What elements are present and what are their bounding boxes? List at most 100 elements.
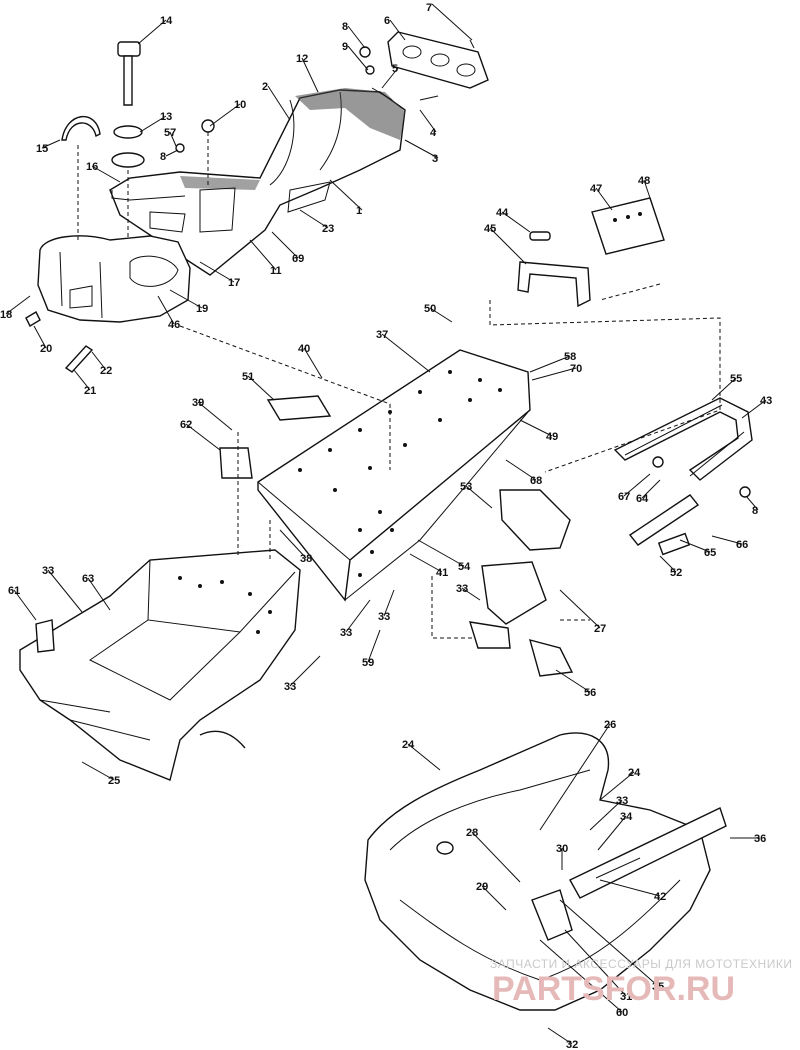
callout-c63: 63 (82, 573, 94, 585)
leader-line-c54 (417, 539, 465, 567)
fuel-cap-assembly (61, 41, 145, 168)
skid-plates (469, 489, 574, 677)
callout-c27: 27 (594, 623, 606, 635)
callout-c12: 12 (296, 53, 308, 65)
leader-line-c69 (271, 231, 299, 259)
callout-c24a: 24 (402, 739, 415, 751)
callout-c48: 48 (638, 175, 650, 187)
leader-line-c38 (279, 529, 307, 559)
leader-line-c24b (599, 771, 635, 801)
callout-c10: 10 (234, 99, 246, 111)
callout-c14: 14 (160, 15, 173, 27)
leader-line-c43 (741, 399, 767, 419)
leader-line-c53 (465, 485, 493, 509)
callout-c20: 20 (40, 343, 52, 355)
callout-c54: 54 (458, 561, 471, 573)
callout-c8b: 8 (160, 151, 166, 163)
callout-c55: 55 (730, 373, 742, 385)
leader-line-c27 (559, 589, 601, 629)
callout-c17: 17 (228, 277, 240, 289)
leader-line-c2 (267, 85, 291, 121)
callout-c64: 64 (636, 493, 649, 505)
leader-line-c5 (381, 67, 399, 89)
callout-c38: 38 (300, 553, 312, 565)
leader-line-c56 (555, 669, 591, 693)
leader-line-c25 (81, 761, 115, 781)
leader-line-c46 (157, 295, 175, 325)
callout-c33d: 33 (456, 583, 468, 595)
callout-c35: 35 (652, 981, 664, 993)
callout-c31: 31 (620, 991, 632, 1003)
leader-line-c26 (539, 723, 611, 831)
callout-c3: 3 (432, 153, 438, 165)
callout-c19: 19 (196, 303, 208, 315)
callout-c30: 30 (556, 843, 568, 855)
leader-line-c51 (247, 375, 275, 401)
leader-line-c28 (471, 831, 521, 883)
leader-line-c61 (13, 589, 37, 621)
callout-c47: 47 (590, 183, 602, 195)
leader-line-c42 (599, 879, 661, 897)
callout-c61: 61 (8, 585, 20, 597)
leader-line-c44 (501, 211, 531, 233)
leader-line-c33b (345, 599, 371, 633)
callout-c39: 39 (192, 397, 204, 409)
callout-c1: 1 (356, 205, 362, 217)
leader-line-c11 (249, 239, 277, 271)
callout-c36: 36 (754, 833, 766, 845)
leader-line-c17 (199, 261, 235, 283)
leader-line-c47 (595, 187, 613, 211)
leader-line-c14 (137, 19, 167, 45)
leader-line-c31 (564, 929, 627, 997)
callout-c23: 23 (322, 223, 334, 235)
callout-c67: 67 (618, 491, 630, 503)
belly-pan (364, 732, 727, 1011)
leader-line-c23 (299, 209, 329, 229)
leader-line-c21 (73, 369, 91, 391)
brackets-51-62 (219, 395, 332, 479)
top-hardware (175, 39, 475, 153)
callout-c8c: 8 (752, 505, 758, 517)
callout-c33b: 33 (340, 627, 352, 639)
leader-line-c3 (404, 139, 439, 159)
leader-line-c24a (407, 743, 441, 771)
callout-c51: 51 (242, 371, 254, 383)
callout-c21: 21 (84, 385, 96, 397)
leader-line-c16 (91, 165, 121, 183)
callout-c2: 2 (262, 81, 268, 93)
leader-line-c9 (347, 45, 369, 71)
callout-c4: 4 (430, 127, 437, 139)
callout-c33e: 33 (284, 681, 296, 693)
leader-line-c12 (301, 57, 319, 93)
leader-line-c15 (41, 139, 61, 149)
leader-line-c8a (347, 25, 366, 49)
callout-c62: 62 (180, 419, 192, 431)
leader-line-c33e (289, 655, 321, 687)
seat-assembly (109, 88, 406, 276)
leader-line-c55 (711, 377, 737, 401)
leader-line-c7 (431, 3, 473, 41)
fuel-tank (25, 235, 191, 373)
callout-c22: 22 (100, 365, 112, 377)
leader-line-c10 (209, 103, 241, 127)
leader-line-c33d (461, 587, 481, 601)
callout-c42: 42 (654, 891, 666, 903)
leader-line-c63 (87, 577, 111, 611)
leader-line-c68 (505, 459, 537, 481)
leader-line-c67 (623, 473, 651, 497)
callout-c40: 40 (298, 343, 310, 355)
leader-line-c37 (381, 333, 431, 373)
callout-c33f: 33 (616, 795, 628, 807)
callout-c43: 43 (760, 395, 772, 407)
callout-c6: 6 (384, 15, 390, 27)
leader-line-c19 (169, 289, 203, 309)
leader-line-c40 (303, 347, 323, 379)
callout-c49: 49 (546, 431, 558, 443)
callout-c18: 18 (0, 309, 12, 321)
callout-c15: 15 (36, 143, 48, 155)
leader-line-c33a (47, 569, 83, 613)
callout-c53: 53 (460, 481, 472, 493)
leader-line-c34 (597, 815, 627, 851)
bumper-brackets (628, 456, 751, 556)
